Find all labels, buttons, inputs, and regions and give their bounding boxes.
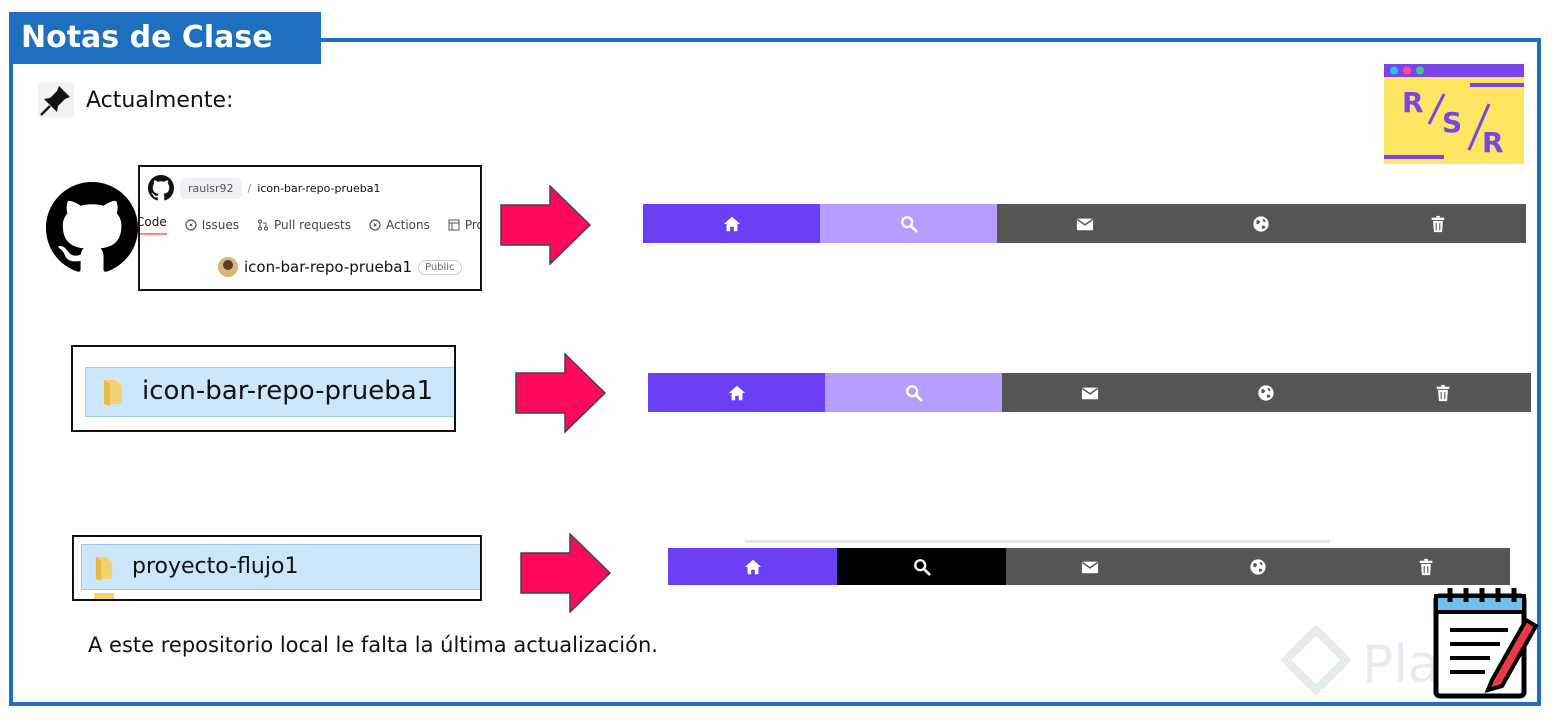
folder-row[interactable]: proyecto-flujo1: [81, 544, 480, 590]
envelope-icon: [1081, 384, 1099, 402]
play-circle-icon: [369, 219, 381, 231]
repo-name[interactable]: icon-bar-repo-prueba1: [244, 258, 412, 276]
pull-request-icon: [258, 219, 269, 231]
icon-bar-segment-trash[interactable]: [1342, 548, 1510, 585]
icon-bar-1: [643, 204, 1526, 243]
owner-link[interactable]: raulsr92: [180, 177, 242, 199]
breadcrumb-separator: /: [247, 181, 252, 195]
envelope-icon: [1081, 558, 1099, 576]
pushpin-icon: [38, 82, 74, 118]
repo-title-row: icon-bar-repo-prueba1 Public: [218, 257, 462, 277]
trash-icon: [1434, 384, 1452, 402]
issue-circle-icon: [185, 219, 197, 231]
repo-breadcrumb-link[interactable]: icon-bar-repo-prueba1: [257, 181, 381, 195]
local-folder-card-2: proyecto-flujo1: [72, 535, 482, 601]
tab-issues[interactable]: Issues: [185, 215, 239, 235]
folder-row[interactable]: icon-bar-repo-prueba1: [85, 367, 454, 417]
trash-icon: [1417, 558, 1435, 576]
folder-icon: [94, 593, 114, 599]
icon-bar-segment-trash[interactable]: [1354, 373, 1531, 412]
tab-code[interactable]: Code: [140, 215, 167, 235]
visibility-badge: Public: [417, 259, 462, 275]
svg-text:R: R: [1482, 126, 1504, 159]
search-icon: [913, 558, 931, 576]
icon-bar-segment-globe[interactable]: [1174, 548, 1342, 585]
github-repo-card: raulsr92 / icon-bar-repo-prueba1 Code Is…: [138, 165, 482, 291]
rsr-logo: R S R: [1384, 64, 1524, 164]
intro-label: Actualmente:: [86, 88, 234, 113]
page-title: Notas de Clase: [9, 12, 321, 64]
github-header: raulsr92 / icon-bar-repo-prueba1: [148, 175, 380, 201]
icon-bar-segment-envelope[interactable]: [1002, 373, 1179, 412]
note-text: A este repositorio local le falta la últ…: [88, 633, 658, 657]
icon-bar-segment-search[interactable]: [820, 204, 997, 243]
repo-tabs: Code Issues Pull requests Actions Projec…: [140, 215, 480, 235]
icon-bar-segment-trash[interactable]: [1349, 204, 1526, 243]
avatar: [218, 257, 238, 277]
search-icon: [900, 215, 918, 233]
notepad-pencil-icon: [1433, 588, 1539, 699]
home-icon: [744, 558, 762, 576]
svg-text:S: S: [1442, 106, 1462, 139]
arrow-right-icon: [515, 353, 607, 433]
icon-bar-segment-search[interactable]: [837, 548, 1006, 585]
divider: [745, 540, 1330, 543]
icon-bar-segment-globe[interactable]: [1173, 204, 1350, 243]
icon-bar-segment-envelope[interactable]: [1006, 548, 1174, 585]
home-icon: [723, 215, 741, 233]
local-folder-card-1: icon-bar-repo-prueba1: [71, 345, 456, 432]
arrow-right-icon: [520, 533, 612, 613]
globe-icon: [1252, 215, 1270, 233]
github-mark-icon[interactable]: [148, 175, 174, 201]
tab-projects[interactable]: Projects: [448, 215, 480, 235]
trash-icon: [1429, 215, 1447, 233]
envelope-icon: [1076, 215, 1094, 233]
tab-actions[interactable]: Actions: [369, 215, 430, 235]
folder-name: proyecto-flujo1: [132, 554, 299, 579]
icon-bar-segment-globe[interactable]: [1178, 373, 1355, 412]
table-icon: [448, 219, 460, 231]
arrow-right-icon: [500, 185, 592, 265]
svg-text:R: R: [1402, 86, 1424, 119]
globe-icon: [1257, 384, 1275, 402]
globe-icon: [1249, 558, 1267, 576]
github-logo-icon: [46, 182, 138, 272]
icon-bar-3: [668, 548, 1510, 585]
home-icon: [728, 384, 746, 402]
search-icon: [905, 384, 923, 402]
icon-bar-segment-envelope[interactable]: [997, 204, 1174, 243]
tab-pull-requests[interactable]: Pull requests: [257, 215, 351, 235]
icon-bar-segment-home[interactable]: [648, 373, 825, 412]
icon-bar-2: [648, 373, 1531, 412]
folder-name: icon-bar-repo-prueba1: [142, 376, 434, 406]
icon-bar-segment-search[interactable]: [825, 373, 1002, 412]
folder-icon: [104, 380, 122, 406]
icon-bar-segment-home[interactable]: [668, 548, 837, 585]
notes-frame: [9, 38, 1541, 706]
icon-bar-segment-home[interactable]: [643, 204, 820, 243]
folder-icon: [95, 557, 113, 581]
